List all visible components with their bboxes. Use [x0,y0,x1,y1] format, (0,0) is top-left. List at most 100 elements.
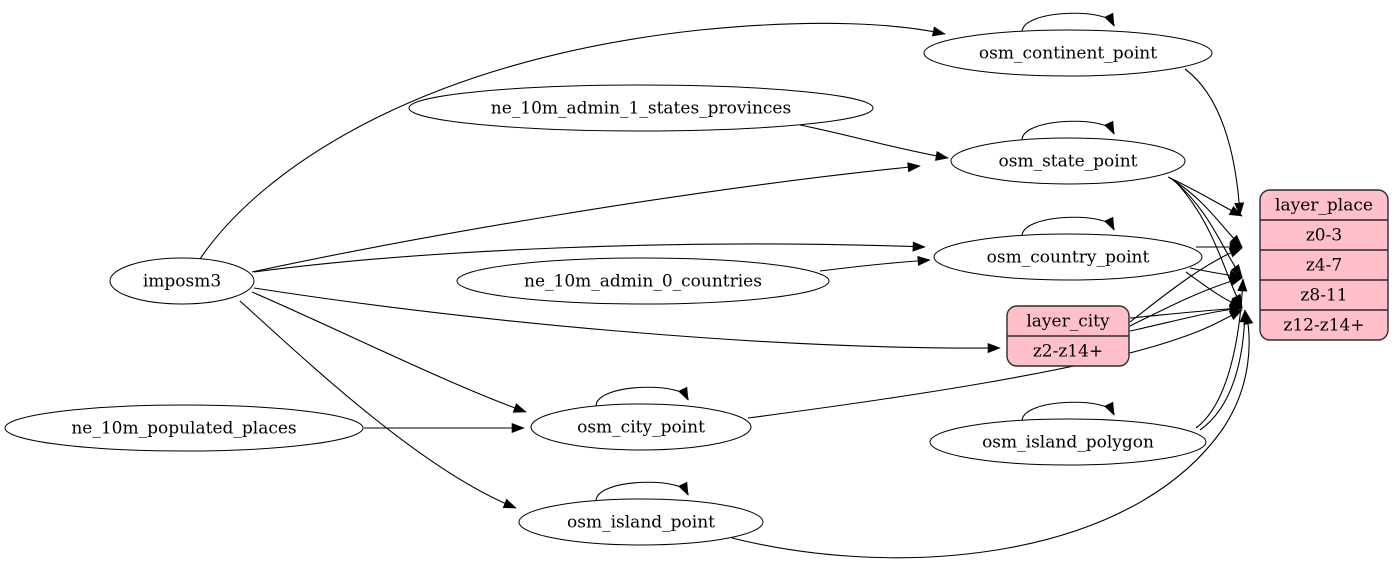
edge-ne_10m_admin_0_countries-to-osm_country_point [819,255,931,272]
node-label: osm_island_polygon [982,433,1154,453]
edge-imposm3-to-osm_state_point [251,162,921,273]
edge-imposm3-to-osm_city_point [251,291,527,413]
edge-osm_state_point-to-layer_place_z8_11 [1171,178,1243,278]
edge-osm_island_point-to-layer_place_z12 [731,311,1254,559]
edge-arrowhead [1104,12,1115,27]
record-row-layer_city_header[interactable]: layer_city [1026,312,1110,332]
node-label: osm_city_point [577,418,705,438]
node-osm_country_point[interactable]: osm_country_point [933,233,1203,281]
edge-osm_state_point-to-osm_state_point [1021,120,1115,142]
edge-arrowhead [1228,309,1243,321]
edge-line [1129,307,1243,332]
edge-line [1167,176,1243,217]
edge-ne_10m_admin_1_states_provinces-to-osm_state_point [799,124,949,161]
node-shape-ellipse [933,233,1203,281]
edge-osm_island_polygon-to-osm_island_polygon [1021,401,1115,423]
edge-layer_city_z2-to-layer_place_z4_7 [1129,247,1243,323]
edge-imposm3-to-osm_continent_point [199,22,946,260]
edge-arrowhead [1104,401,1115,416]
node-osm_city_point[interactable]: osm_city_point [530,403,752,451]
node-shape-ellipse [518,498,764,546]
edge-ne_10m_populated_places-to-osm_city_point [364,422,525,434]
edge-imposm3-to-layer_city_z2 [253,287,1001,354]
edge-layer_city_header-to-layer_place_z12 [1129,303,1243,319]
node-label: osm_country_point [987,248,1150,268]
edge-arrowhead [512,403,527,413]
record-row-layer_place_header[interactable]: layer_place [1275,196,1373,216]
node-ne_10m_populated_places[interactable]: ne_10m_populated_places [4,404,364,452]
edge-arrowhead [987,343,1001,354]
edge-arrowhead [502,498,517,509]
node-label: osm_island_point [567,513,715,533]
record-node-layer_city[interactable]: layer_city z2-z14+ [1006,305,1130,367]
edge-arrowhead [511,422,525,434]
edge-line [799,124,949,159]
edge-line [1195,278,1244,429]
node-shape-ellipse [456,257,830,305]
edge-arrowhead [1229,234,1243,248]
edge-arrowhead [678,481,689,496]
edge-arrowhead [1104,216,1115,231]
edge-arrowhead [931,26,946,37]
node-osm_state_point[interactable]: osm_state_point [950,137,1186,185]
node-label: ne_10m_admin_0_countries [524,272,762,292]
record-row-layer_place_z0_3[interactable]: z0-3 [1306,226,1342,246]
node-ne_10m_admin_1_states_provinces[interactable]: ne_10m_admin_1_states_provinces [408,84,874,132]
record-node-layer_place[interactable]: layer_place z0-3 z4-7 z8-11 z12-z14+ [1259,189,1389,341]
node-label: ne_10m_admin_1_states_provinces [491,99,791,119]
edge-arrowhead [1234,202,1245,216]
edge-osm_state_point-to-layer_place_z4_7 [1169,177,1243,248]
edge-osm_island_polygon-to-layer_place_z12 [1199,309,1250,431]
edge-layer_city_z2-to-layer_place_z8_11 [1129,276,1243,327]
edge-imposm3-to-osm_island_point [239,300,517,509]
edge-arrowhead [935,150,949,161]
edge-osm_continent_point-to-osm_continent_point [1021,12,1115,34]
edge-line [1199,309,1246,431]
record-row-layer_place_z4_7[interactable]: z4-7 [1306,256,1342,276]
node-imposm3[interactable]: imposm3 [109,257,255,305]
edge-line [251,165,921,273]
edge-arrowhead [1230,264,1243,278]
node-shape-ellipse [929,418,1207,466]
edge-arrowhead [907,162,921,173]
node-shape-ellipse [530,403,752,451]
edge-osm_country_point-to-osm_country_point [1021,216,1115,238]
edge-arrowhead [1243,311,1254,326]
edge-line [731,311,1250,559]
edge-arrowhead [912,241,926,252]
edge-line [747,309,1243,419]
record-row-layer_city_z2[interactable]: z2-z14+ [1033,342,1103,362]
node-osm_continent_point[interactable]: osm_continent_point [923,29,1213,77]
node-osm_island_polygon[interactable]: osm_island_polygon [929,418,1207,466]
edge-osm_city_point-to-layer_place_z12 [747,309,1243,419]
nodes-layer: imposm3 ne_10m_admin_1_states_provincesne… [4,29,1389,546]
node-ne_10m_admin_0_countries[interactable]: ne_10m_admin_0_countries [456,257,830,305]
edge-osm_state_point-to-layer_place_z0_3 [1167,176,1243,217]
node-shape-ellipse [109,257,255,305]
edge-osm_city_point-to-osm_city_point [595,386,689,408]
edge-arrowhead [1228,205,1243,217]
record-row-layer_place_z12[interactable]: z12-z14+ [1283,316,1364,336]
node-shape-ellipse [4,404,364,452]
edge-line [251,291,527,413]
edge-line [1129,277,1243,327]
edge-osm_continent_point-to-layer_place_z0_3 [1184,68,1245,216]
record-node-body [1259,189,1389,341]
node-label: ne_10m_populated_places [71,419,296,439]
edge-arrowhead [1104,120,1115,135]
edge-line [199,22,946,260]
edge-osm_island_polygon-to-layer_place_z8_11 [1195,278,1248,429]
edge-line [1184,68,1241,216]
edge-line [253,287,1001,349]
edge-arrowhead [1228,276,1243,287]
edge-arrowhead [917,255,931,266]
edge-line [1129,247,1243,323]
node-label: osm_state_point [999,152,1138,172]
record-row-layer_place_z8_11[interactable]: z8-11 [1300,286,1347,306]
edge-osm_island_point-to-osm_island_point [595,481,689,503]
node-osm_island_point[interactable]: osm_island_point [518,498,764,546]
node-label: imposm3 [143,272,221,292]
edge-arrowhead [1237,278,1248,292]
node-shape-ellipse [923,29,1213,77]
